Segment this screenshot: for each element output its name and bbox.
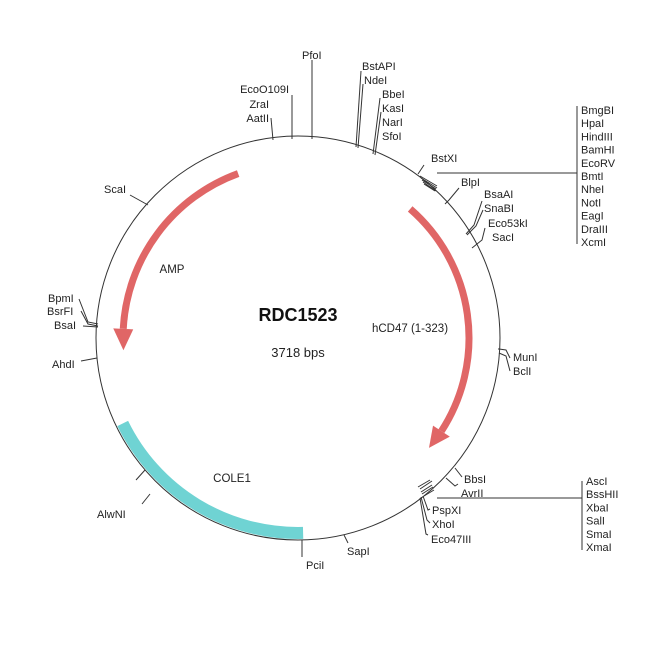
- feature-hcd47-arrow[interactable]: [407, 206, 473, 434]
- site-label[interactable]: AatII: [246, 113, 269, 125]
- site-label[interactable]: XbaI: [586, 502, 609, 514]
- backbone-circle: [95, 135, 501, 541]
- site-label[interactable]: BsrFI: [47, 306, 73, 318]
- site-label[interactable]: MunI: [513, 352, 537, 364]
- site-label[interactable]: HpaI: [581, 118, 604, 130]
- site-label[interactable]: PfoI: [302, 50, 322, 62]
- site-label[interactable]: SapI: [347, 546, 370, 558]
- site-label[interactable]: BpmI: [48, 293, 74, 305]
- restriction-sites-bottom: SapI PciI AlwNI: [97, 509, 370, 572]
- site-label[interactable]: Eco53kI: [488, 218, 528, 230]
- feature-cole1-arc[interactable]: [117, 420, 304, 539]
- site-label[interactable]: NheI: [581, 184, 604, 196]
- restriction-sites-right-upper: BstXI BlpI BsaAI SnaBI Eco53kI SacI: [431, 153, 528, 244]
- site-label[interactable]: EcoRV: [581, 158, 616, 170]
- feature-hcd47-arrowhead: [428, 425, 450, 448]
- feature-label-amp: AMP: [160, 264, 185, 276]
- site-label[interactable]: SacI: [492, 232, 514, 244]
- site-lines: [78, 60, 583, 557]
- site-label[interactable]: Eco47III: [431, 534, 471, 546]
- site-label[interactable]: SmaI: [586, 529, 612, 541]
- site-label[interactable]: KasI: [382, 103, 404, 115]
- restriction-sites-top: PfoI EcoO109I ZraI AatII BstAPI NdeI Bbe…: [240, 50, 405, 143]
- site-label[interactable]: BbeI: [382, 89, 405, 101]
- feature-amp-arrowhead: [113, 328, 134, 351]
- feature-label-hcd47: hCD47 (1-323): [372, 323, 448, 335]
- site-label[interactable]: AvrII: [461, 488, 483, 500]
- plasmid-size: 3718 bps: [271, 345, 325, 360]
- site-label[interactable]: ScaI: [104, 184, 126, 196]
- site-label[interactable]: BmgBI: [581, 105, 614, 117]
- site-label[interactable]: PciI: [306, 560, 324, 572]
- feature-amp-arrow[interactable]: [119, 170, 240, 330]
- feature-label-cole1: COLE1: [213, 473, 251, 485]
- site-label[interactable]: NdeI: [364, 75, 387, 87]
- site-label[interactable]: XhoI: [432, 519, 455, 531]
- site-label[interactable]: NarI: [382, 117, 403, 129]
- site-label[interactable]: PspXI: [432, 505, 461, 517]
- site-label[interactable]: BmtI: [581, 171, 604, 183]
- site-label[interactable]: BsaI: [54, 320, 76, 332]
- site-label[interactable]: EagI: [581, 211, 604, 223]
- site-label[interactable]: XmaI: [586, 542, 612, 554]
- site-label[interactable]: BamHI: [581, 145, 615, 157]
- site-label[interactable]: NotI: [581, 197, 601, 209]
- restriction-sites-left: ScaI BpmI BsrFI BsaI AhdI: [47, 184, 126, 371]
- site-label[interactable]: BsaAI: [484, 189, 513, 201]
- site-label[interactable]: SfoI: [382, 131, 402, 143]
- site-label[interactable]: HindIII: [581, 131, 613, 143]
- site-label[interactable]: BstAPI: [362, 61, 396, 73]
- site-label[interactable]: SalI: [586, 516, 605, 528]
- site-label[interactable]: BclI: [513, 366, 531, 378]
- site-label[interactable]: ZraI: [249, 99, 269, 111]
- site-label[interactable]: BlpI: [461, 177, 480, 189]
- site-label[interactable]: DraIII: [581, 224, 608, 236]
- plasmid-name: RDC1523: [258, 305, 337, 325]
- restriction-sites-right-lower: BbsI AvrII PspXI XhoI Eco47III: [431, 474, 486, 546]
- site-label[interactable]: SnaBI: [484, 203, 514, 215]
- site-label[interactable]: AscI: [586, 476, 607, 488]
- site-label[interactable]: BstXI: [431, 153, 457, 165]
- site-label[interactable]: XcmI: [581, 237, 606, 249]
- site-label[interactable]: BssHII: [586, 489, 618, 501]
- site-label[interactable]: EcoO109I: [240, 84, 289, 96]
- site-label[interactable]: AlwNI: [97, 509, 126, 521]
- site-label[interactable]: AhdI: [52, 359, 75, 371]
- restriction-sites-right-mid: MunI BclI: [513, 352, 537, 378]
- site-label[interactable]: BbsI: [464, 474, 486, 486]
